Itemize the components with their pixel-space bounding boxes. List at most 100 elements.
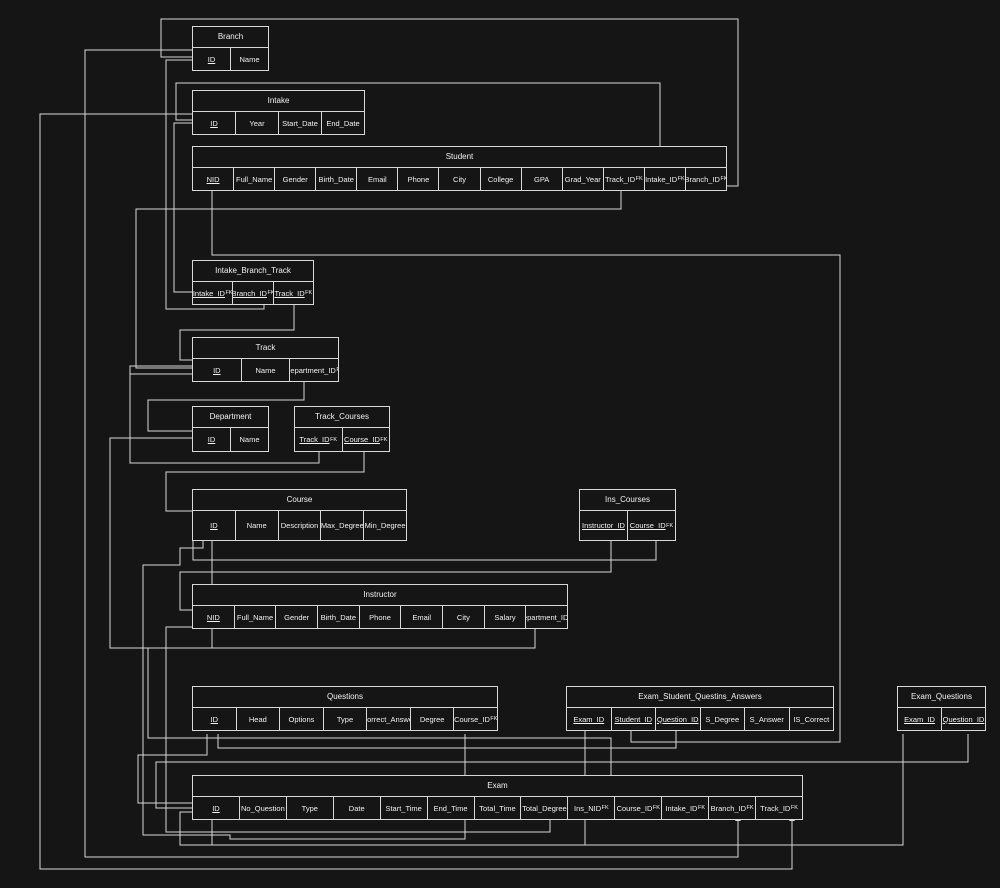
field-full-name[interactable]: Full_Name (235, 606, 277, 628)
field-exam-id[interactable]: Exam_ID (567, 708, 612, 730)
field-no-question[interactable]: No_Question (240, 797, 287, 819)
field-label: ID (210, 118, 218, 128)
field-label: IS_Correct (793, 714, 830, 724)
field-head[interactable]: Head (237, 708, 281, 730)
field-id[interactable]: ID (193, 511, 236, 540)
field-start-date[interactable]: Start_Date (279, 112, 322, 134)
field-id[interactable]: ID (193, 797, 240, 819)
field-year[interactable]: Year (236, 112, 279, 134)
field-gender[interactable]: Gender (276, 606, 319, 628)
field-label: Exam_ID (573, 714, 605, 724)
field-email[interactable]: Email (401, 606, 444, 628)
field-grad-year[interactable]: Grad_Year (563, 168, 604, 190)
field-max-degree[interactable]: Max_Degree (321, 511, 365, 540)
field-is-correct[interactable]: IS_Correct (790, 708, 834, 730)
field-label: Course_ID (616, 803, 653, 813)
field-label: GPA (534, 174, 550, 184)
field-min-degree[interactable]: Min_Degree (364, 511, 406, 540)
field-s-degree[interactable]: S_Degree (701, 708, 745, 730)
table-questions[interactable]: QuestionsIDHeadOptionsTypeCorrect_Answer… (192, 686, 498, 731)
field-end-time[interactable]: End_Time (428, 797, 475, 819)
field-correct-answer[interactable]: Correct_Answer (367, 708, 411, 730)
field-gender[interactable]: Gender (275, 168, 317, 190)
field-nid[interactable]: NID (193, 168, 235, 190)
field-label: Track_ID (299, 435, 330, 444)
field-birth-date[interactable]: Birth_Date (316, 168, 358, 190)
field-name[interactable]: Name (231, 428, 268, 451)
field-id[interactable]: ID (193, 112, 236, 134)
field-type[interactable]: Type (324, 708, 368, 730)
field-s-answer[interactable]: S_Answer (745, 708, 790, 730)
field-student-id[interactable]: Student_ID (612, 708, 656, 730)
field-email[interactable]: Email (357, 168, 399, 190)
field-degree[interactable]: Degree (411, 708, 455, 730)
field-name[interactable]: Name (236, 511, 279, 540)
fk-marker: FK (720, 176, 727, 182)
field-label: ID (207, 435, 216, 444)
field-name[interactable]: Name (231, 48, 268, 70)
field-birth-date[interactable]: Birth_Date (318, 606, 360, 628)
field-date[interactable]: Date (334, 797, 381, 819)
field-college[interactable]: College (481, 168, 522, 190)
field-name[interactable]: Name (242, 359, 291, 381)
field-start-time[interactable]: Start_Time (381, 797, 428, 819)
field-id[interactable]: ID (193, 428, 231, 451)
field-question-id[interactable]: Question_ID (942, 708, 985, 730)
field-total-time[interactable]: Total_Time (475, 797, 522, 819)
field-total-degree[interactable]: Total_Degree (521, 797, 569, 819)
field-nid[interactable]: NID (193, 606, 235, 628)
field-id[interactable]: ID (193, 48, 231, 70)
field-id[interactable]: ID (193, 359, 242, 381)
field-city[interactable]: City (439, 168, 481, 190)
field-end-date[interactable]: End_Date (322, 112, 364, 134)
field-question-id[interactable]: Question_ID (656, 708, 701, 730)
table-title: Track_Courses (295, 407, 389, 428)
field-instructor-id[interactable]: Instructor_ID (580, 511, 628, 540)
field-options[interactable]: Options (280, 708, 324, 730)
field-description[interactable]: Description (279, 511, 322, 540)
field-phone[interactable]: Phone (360, 606, 402, 628)
field-city[interactable]: City (443, 606, 485, 628)
field-label: Type (301, 803, 318, 813)
field-exam-id[interactable]: Exam_ID (898, 708, 942, 730)
field-label: Start_Date (282, 118, 318, 128)
field-label: Course_ID (344, 435, 380, 444)
field-id[interactable]: ID (193, 708, 237, 730)
field-label: Birth_Date (320, 612, 357, 622)
field-full-name[interactable]: Full_Name (234, 168, 276, 190)
field-phone[interactable]: Phone (398, 168, 440, 190)
field-type[interactable]: Type (287, 797, 334, 819)
field-gpa[interactable]: GPA (522, 168, 563, 190)
field-salary[interactable]: Salary (485, 606, 527, 628)
